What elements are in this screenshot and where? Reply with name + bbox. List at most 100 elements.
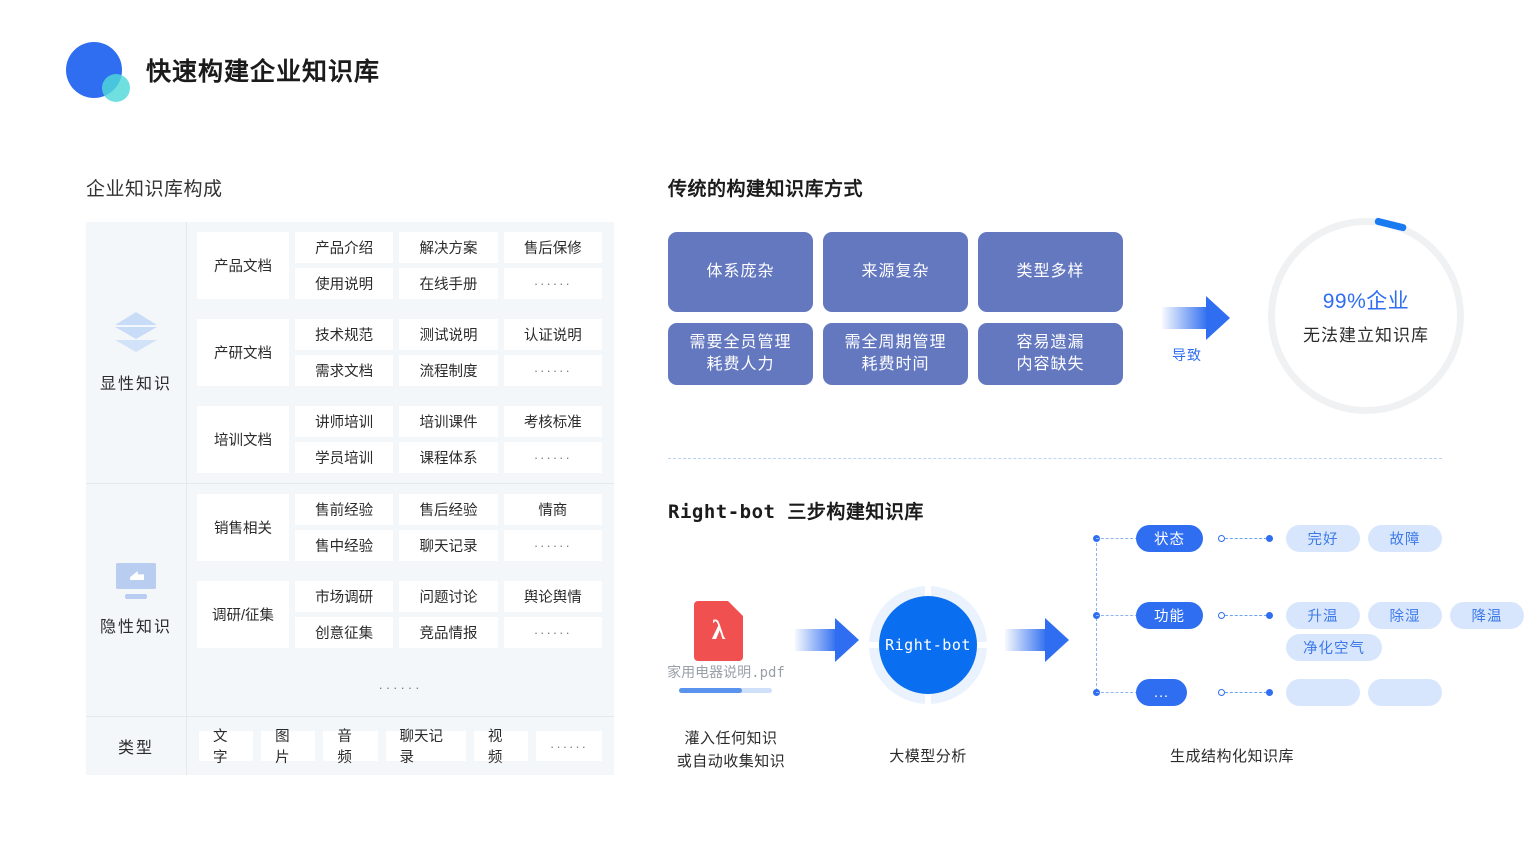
table-cell: 情商 [504,494,602,525]
group-row: 销售相关 售前经验 售后经验 情商 售中经验 聊天记录 ······ [187,484,614,571]
table-cell: 市场调研 [295,581,393,612]
table-cell: 售中经验 [295,530,393,561]
table-cell: 售前经验 [295,494,393,525]
file-name: 家用电器说明.pdf [666,662,786,682]
page-title: 快速构建企业知识库 [146,52,380,88]
group-row: 产品文档 产品介绍 解决方案 售后保修 使用说明 在线手册 ······ [187,222,614,309]
step-label-1: 灌入任何知识或自动收集知识 [656,728,806,773]
result-subtitle: 无法建立知识库 [1268,321,1464,346]
pdf-file-icon: λ [694,601,743,661]
table-cell: 解决方案 [399,232,497,263]
ring-progress-segment [1374,217,1407,232]
group-name: 培训文档 [197,406,289,473]
table-cell: 学员培训 [295,442,393,473]
category-type: 类型 [86,717,187,775]
causes-arrow-icon [1162,296,1230,340]
category-label: 显性知识 [100,370,172,394]
group-row: 产研文档 技术规范 测试说明 认证说明 需求文档 流程制度 ······ [187,309,614,396]
table-cell: 认证说明 [504,319,602,350]
brand-logo-icon [62,38,134,102]
group-row: 培训文档 讲师培训 培训课件 考核标准 学员培训 课程体系 ······ [187,396,614,483]
list-item: 音频 [323,731,377,761]
pain-point-box: 容易遗漏内容缺失 [978,323,1123,385]
list-item: 视频 [474,731,528,761]
engine-label: Right-bot [879,596,977,694]
result-text: 99%企业 无法建立知识库 [1268,285,1464,346]
knowledge-table: 显性知识 产品文档 产品介绍 解决方案 售后保修 使用说明 在线手册 [86,222,614,775]
monitor-icon [116,563,156,599]
list-item: 图片 [261,731,315,761]
tree-leaf-empty[interactable] [1368,679,1442,706]
traditional-box-grid: 体系庞杂 来源复杂 类型多样 需要全员管理耗费人力 需全周期管理耗费时间 容易遗… [668,232,1123,385]
page-header: 快速构建企业知识库 [62,38,380,102]
tree-node[interactable]: 功能 [1136,602,1203,629]
table-cell: 聊天记录 [399,530,497,561]
table-cell: 考核标准 [504,406,602,437]
flow-arrow-icon-1 [795,618,857,662]
table-cell-ellipsis: ······ [504,530,602,561]
group-name: 调研/征集 [197,581,289,648]
tree-leaf[interactable]: 完好 [1286,525,1360,552]
category-label: 隐性知识 [100,613,172,637]
table-cell: 需求文档 [295,355,393,386]
logo-circle-accent [102,74,130,102]
table-cell: 使用说明 [295,268,393,299]
layers-icon [115,312,157,356]
category-tacit: 隐性知识 [86,484,187,716]
tree-leaf[interactable]: 降温 [1450,602,1524,629]
tree-leaf[interactable]: 升温 [1286,602,1360,629]
table-cell: 创意征集 [295,617,393,648]
table-row: 显性知识 产品文档 产品介绍 解决方案 售后保修 使用说明 在线手册 [86,222,614,484]
engine-node: Right-bot [869,586,987,704]
table-cell-ellipsis: ······ [504,617,602,648]
tree-leaf[interactable]: 净化空气 [1286,634,1382,661]
group-ellipsis-row: ······ [187,658,614,716]
table-cell: 竞品情报 [399,617,497,648]
traditional-title: 传统的构建知识库方式 [668,174,863,201]
table-cell: 产品介绍 [295,232,393,263]
table-cell: 测试说明 [399,319,497,350]
section-divider [668,458,1442,459]
pain-point-box: 体系庞杂 [668,232,813,312]
pain-point-box: 类型多样 [978,232,1123,312]
table-cell: 问题讨论 [399,581,497,612]
category-explicit: 显性知识 [86,222,187,483]
list-item: 文字 [199,731,253,761]
tree-leaf[interactable]: 除湿 [1368,602,1442,629]
ellipsis-text: ······ [379,680,423,695]
table-cell: 培训课件 [399,406,497,437]
tree-node[interactable]: ... [1136,679,1187,706]
pain-point-box: 需要全员管理耗费人力 [668,323,813,385]
flow-arrow-icon-2 [1005,618,1067,662]
table-cell: 售后保修 [504,232,602,263]
table-cell-ellipsis: ······ [504,355,602,386]
list-item: 聊天记录 [386,731,466,761]
group-name: 产品文档 [197,232,289,299]
table-cell: 舆论舆情 [504,581,602,612]
knowledge-tree: 状态 完好 故障 功能 升温 除湿 降温 净化空气 ... [1096,524,1496,710]
tree-leaf[interactable]: 故障 [1368,525,1442,552]
pain-point-box: 需全周期管理耗费时间 [823,323,968,385]
left-panel-title: 企业知识库构成 [86,174,223,201]
group-name: 销售相关 [197,494,289,561]
table-cell: 售后经验 [399,494,497,525]
group-name: 产研文档 [197,319,289,386]
result-percent: 99%企业 [1268,285,1464,315]
table-cell-ellipsis: ······ [504,268,602,299]
group-row: 调研/征集 市场调研 问题讨论 舆论舆情 创意征集 竞品情报 ······ [187,571,614,658]
pain-point-box: 来源复杂 [823,232,968,312]
table-cell-ellipsis: ······ [504,442,602,473]
arrow-label: 导致 [1172,345,1202,365]
table-cell: 流程制度 [399,355,497,386]
list-item-ellipsis: ······ [536,731,602,761]
type-list: 文字 图片 音频 聊天记录 视频 ······ [187,717,614,775]
step-label-3: 生成结构化知识库 [1112,746,1352,769]
category-label: 类型 [118,734,154,758]
steps-title: Right-bot 三步构建知识库 [668,497,924,524]
table-cell: 技术规范 [295,319,393,350]
tree-node[interactable]: 状态 [1136,525,1203,552]
pdf-glyph: λ [694,615,743,646]
table-row: 隐性知识 销售相关 售前经验 售后经验 情商 售中经验 聊天记录 [86,484,614,717]
tree-leaf-empty[interactable] [1286,679,1360,706]
